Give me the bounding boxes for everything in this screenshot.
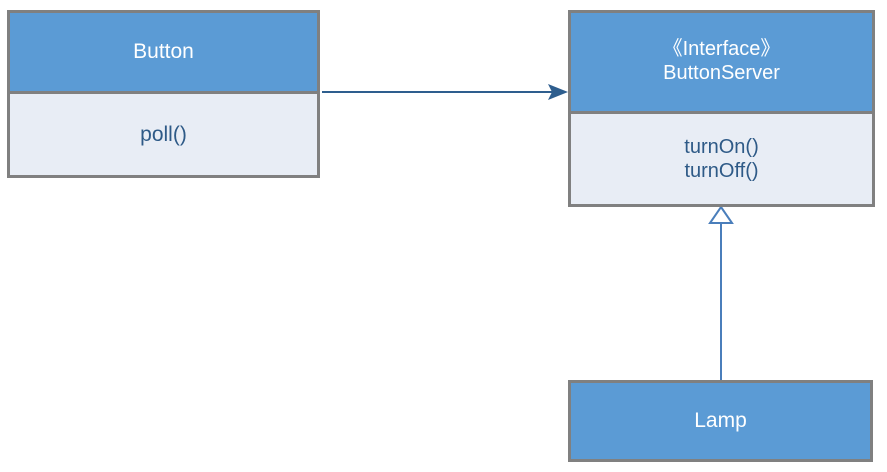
class-name-lamp: Lamp: [694, 408, 747, 432]
dependency-button-to-buttonserver: [322, 84, 568, 100]
class-member: turnOn(): [684, 135, 759, 158]
class-members-button: poll(): [10, 91, 317, 175]
class-stereotype-buttonserver: 《Interface》: [662, 38, 781, 61]
class-name-button: Button: [133, 39, 194, 63]
class-name-buttonserver: ButtonServer: [663, 62, 780, 84]
class-header-button: Button: [10, 13, 317, 91]
class-header-buttonserver: 《Interface》 ButtonServer: [571, 13, 872, 111]
class-header-lamp: Lamp: [571, 383, 870, 459]
class-box-button[interactable]: Button poll(): [7, 10, 320, 178]
class-member: turnOff(): [684, 160, 759, 182]
class-box-buttonserver[interactable]: 《Interface》 ButtonServer turnOn() turnOf…: [568, 10, 875, 207]
class-members-buttonserver: turnOn() turnOff(): [571, 111, 872, 204]
dependency-arrowhead-icon: [548, 84, 568, 100]
generalization-hollow-triangle-icon: [708, 205, 734, 224]
generalization-lamp-to-buttonserver: [708, 205, 734, 380]
class-member: poll(): [140, 122, 187, 146]
class-box-lamp[interactable]: Lamp: [568, 380, 873, 462]
